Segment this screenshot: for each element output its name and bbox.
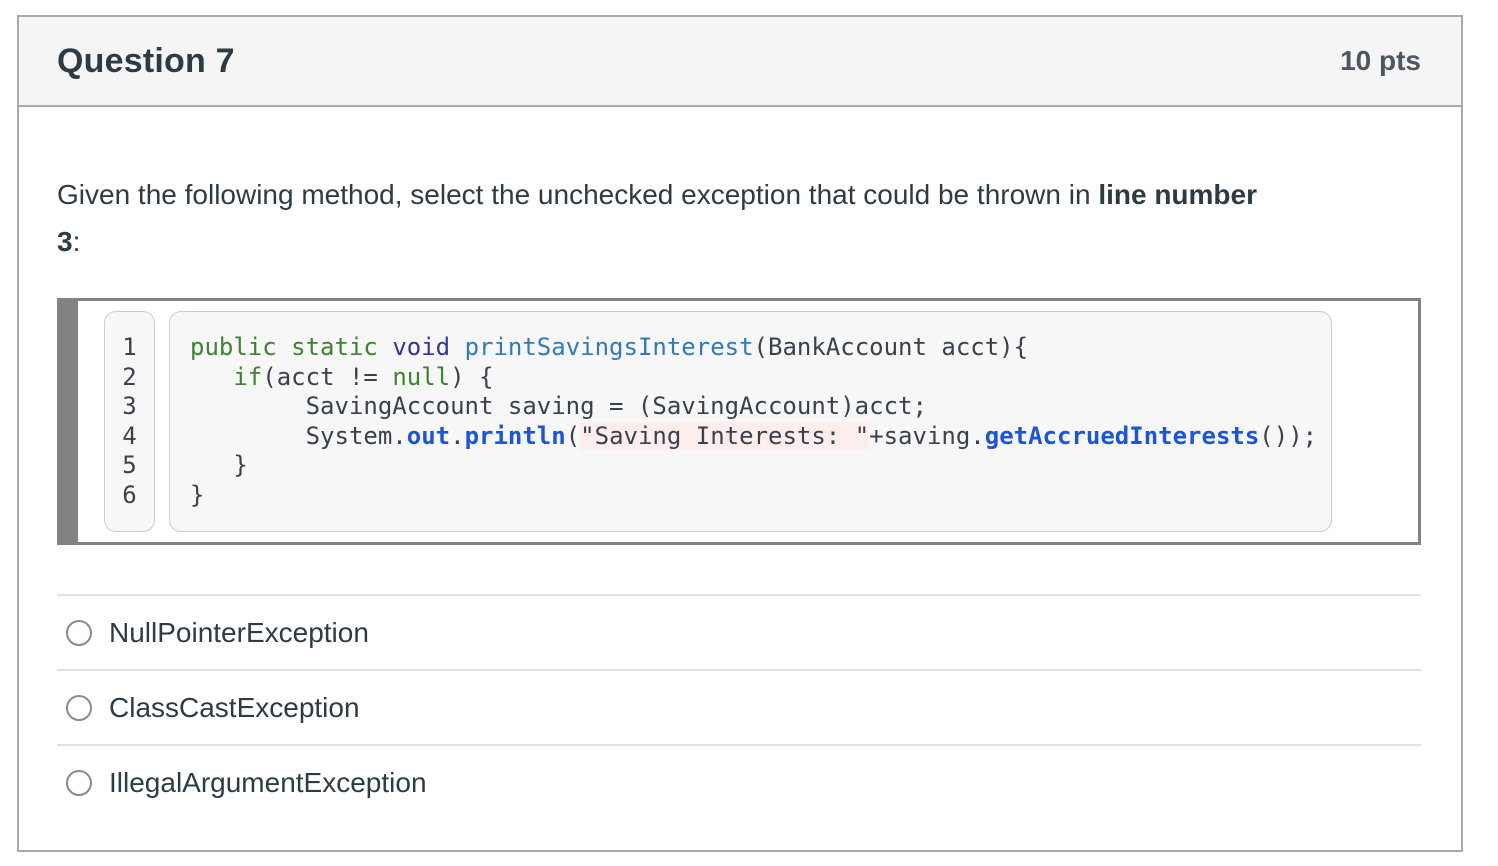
question-header: Question 7 10 pts bbox=[19, 17, 1461, 107]
question-card: Question 7 10 pts Given the following me… bbox=[17, 15, 1463, 852]
radio-button-icon[interactable] bbox=[66, 769, 92, 796]
code-content: public static void printSavingsInterest(… bbox=[169, 311, 1332, 532]
answer-option-label: ClassCastException bbox=[109, 691, 360, 723]
question-body: Given the following method, select the u… bbox=[19, 107, 1461, 819]
answer-option-label: IllegalArgumentException bbox=[109, 766, 427, 798]
question-title: Question 7 bbox=[57, 41, 235, 80]
prompt-line-1: Given the following method, select the u… bbox=[57, 179, 1258, 210]
answer-option-illegalargumentexception[interactable]: IllegalArgumentException bbox=[57, 744, 1421, 819]
question-prompt: Given the following method, select the u… bbox=[57, 171, 1421, 265]
answer-option-label: NullPointerException bbox=[109, 616, 369, 648]
question-points: 10 pts bbox=[1340, 45, 1421, 76]
prompt-line-2: 3: bbox=[57, 226, 81, 257]
answer-option-nullpointerexception[interactable]: NullPointerException bbox=[57, 594, 1421, 669]
radio-button-icon[interactable] bbox=[66, 619, 92, 646]
answer-options: NullPointerException ClassCastException … bbox=[57, 594, 1421, 819]
radio-button-icon[interactable] bbox=[66, 694, 92, 721]
answer-option-classcastexception[interactable]: ClassCastException bbox=[57, 669, 1421, 744]
